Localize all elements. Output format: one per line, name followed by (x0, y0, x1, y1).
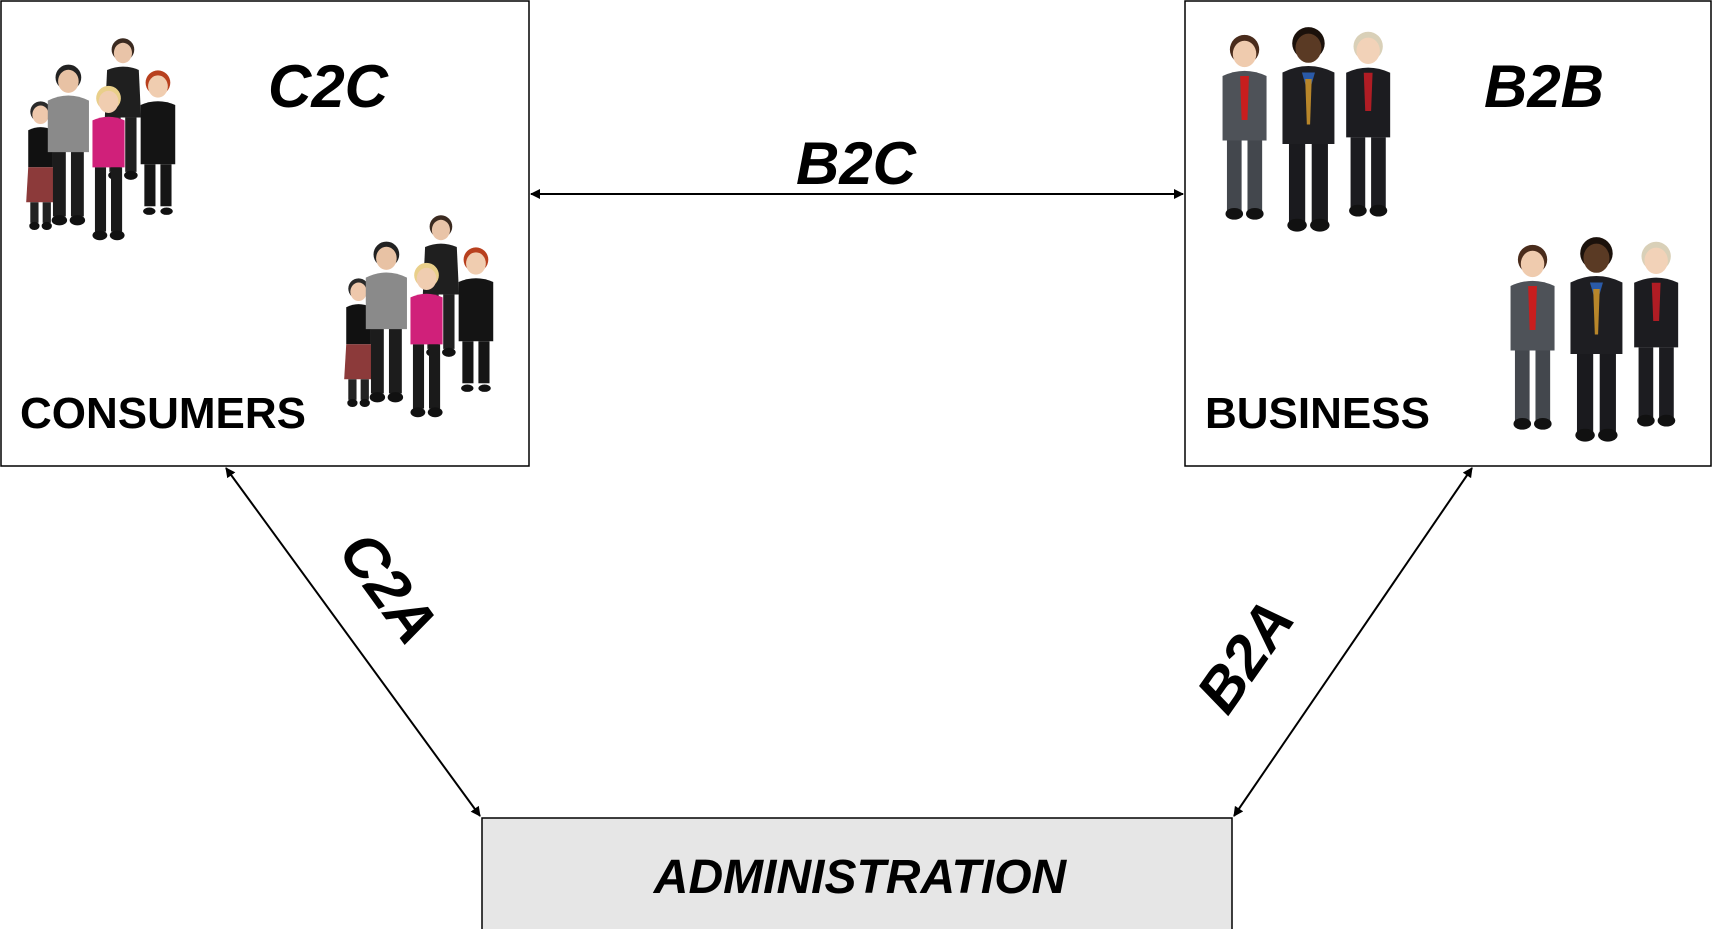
b2a-arrow (1233, 467, 1473, 817)
b2a-edge: B2A (1183, 467, 1473, 817)
c2a-label: C2A (326, 520, 451, 656)
administration-node: ADMINISTRATION (481, 817, 1233, 929)
b2a-label: B2A (1183, 588, 1307, 725)
b2b-label: B2B (1484, 53, 1604, 120)
b2c-label: B2C (796, 130, 918, 197)
c2a-edge: C2A (225, 467, 481, 817)
consumers-label: CONSUMERS (20, 389, 306, 438)
c2c-label: C2C (268, 53, 390, 120)
b2c-edge: B2C (530, 130, 1184, 199)
business-label: BUSINESS (1205, 389, 1430, 438)
consumers-node: C2C CONSUMERS (0, 0, 530, 467)
administration-label: ADMINISTRATION (653, 851, 1068, 904)
c2a-arrow (225, 467, 481, 817)
business-node: B2B BUSINESS (1184, 0, 1712, 467)
